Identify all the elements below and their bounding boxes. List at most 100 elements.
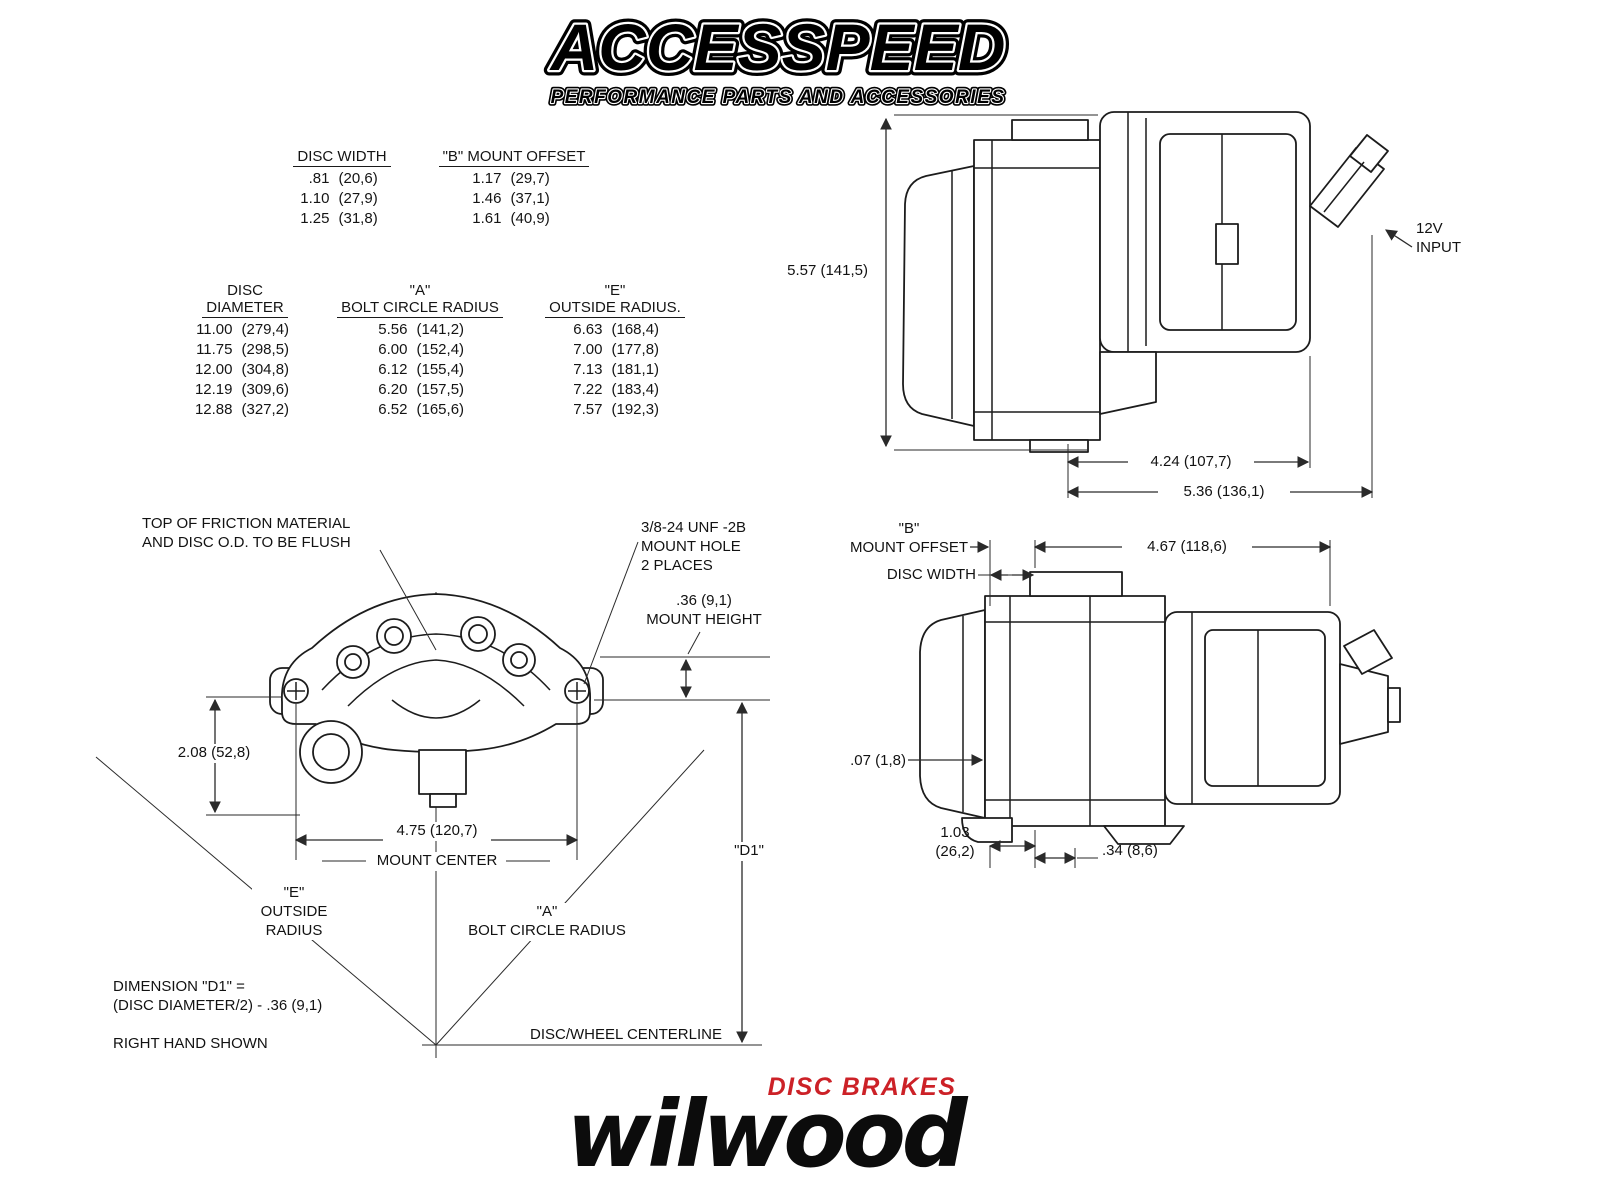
cell-value: 6.20	[378, 381, 408, 398]
cell-metric: (304,8)	[241, 361, 290, 378]
flush-note: TOP OF FRICTION MATERIAL AND DISC O.D. T…	[142, 515, 351, 551]
column-header-line1: "A"	[409, 282, 431, 299]
cell-metric: (155,4)	[416, 361, 465, 378]
wilwood-logo: wilwood	[566, 1081, 972, 1188]
mount-hole-note: 3/8-24 UNF -2B MOUNT HOLE 2 PLACES	[641, 519, 747, 574]
column-header-line1: DISC	[227, 282, 263, 299]
cell-value: 6.63	[573, 321, 603, 338]
caliper-length-dim-label: 4.67 (118,6)	[1122, 538, 1252, 557]
cell-metric: (327,2)	[241, 401, 290, 418]
caliper-side-view-top-drawing	[902, 111, 1389, 453]
cell-metric: (183,4)	[611, 381, 660, 398]
cell-metric: (168,4)	[611, 321, 660, 338]
cell-metric: (192,3)	[611, 401, 660, 418]
cell-metric: (279,4)	[241, 321, 290, 338]
table-row: 7.22(183,4)	[530, 381, 700, 398]
cell-metric: (181,1)	[611, 361, 660, 378]
tagline-text: PERFORMANCE PARTS AND ACCESSORIES	[551, 87, 1006, 108]
cell-value: 11.75	[196, 341, 233, 358]
table-row: 1.46 (37,1)	[426, 190, 602, 207]
cell-value: 12.88	[194, 401, 233, 418]
accesspeed-logo: ACCESSPEED ACCESSPEED PERFORMANCE PARTS …	[543, 5, 1011, 111]
table-row: 11.75 (298,5)	[180, 341, 310, 358]
side-view-bottom-dimensions	[908, 540, 1332, 868]
centerline-label: DISC/WHEEL CENTERLINE	[530, 1026, 722, 1043]
cell-metric: (141,2)	[416, 321, 465, 338]
cell-metric: (157,5)	[416, 381, 465, 398]
pad-clearance-dim-label: .07 (1,8)	[850, 752, 906, 769]
table-row: 7.57 (192,3)	[530, 401, 700, 418]
cell-value: 1.46	[472, 190, 502, 207]
cell-metric: (31,8)	[338, 210, 378, 227]
cell-value: 6.00	[378, 341, 408, 358]
column-header-line2: DIAMETER	[202, 299, 288, 318]
cell-value: 7.13	[573, 361, 603, 378]
table-row: 11.00 (279,4)	[180, 321, 310, 338]
lug-width-dim-label: .34 (8,6)	[1102, 842, 1158, 859]
tagline-text-outline: PERFORMANCE PARTS AND ACCESSORIES	[551, 87, 1006, 108]
cell-metric: (177,8)	[611, 341, 660, 358]
cell-metric: (298,5)	[241, 341, 290, 358]
cell-value: 11.00	[196, 321, 233, 338]
cell-metric: (20,6)	[338, 170, 378, 187]
disc-diameter-radius-table: DISC DIAMETER "A" BOLT CIRCLE RADIUS "E"…	[180, 282, 700, 418]
table-row: 1.25 (31,8)	[284, 210, 400, 227]
table-row: 6.52 (165,6)	[330, 401, 510, 418]
table-row: 1.17(29,7)	[426, 170, 602, 187]
table-row: 12.19 (309,6)	[180, 381, 310, 398]
table-row: 6.12 (155,4)	[330, 361, 510, 378]
body-width-dim-label: 4.24 (107,7)	[1128, 453, 1254, 472]
cell-metric: (27,9)	[338, 190, 378, 207]
outside-radius-label: "E" OUTSIDE RADIUS	[252, 884, 336, 941]
cell-metric: (309,6)	[241, 381, 290, 398]
cell-value: 1.10	[300, 190, 330, 207]
ear-offset-dim-label: 2.08 (52,8)	[163, 744, 265, 763]
front-view-dimensions	[206, 541, 770, 1044]
column-header-outside-radius: "E" OUTSIDE RADIUS.	[530, 282, 700, 318]
column-header-label: DISC WIDTH	[293, 148, 391, 167]
cell-value: 6.12	[378, 361, 408, 378]
table-row: 12.88 (327,2)	[180, 401, 310, 418]
cell-metric: (29,7)	[510, 170, 550, 187]
bolt-circle-radius-label: "A" BOLT CIRCLE RADIUS	[458, 903, 636, 941]
table-row: 5.56(141,2)	[330, 321, 510, 338]
table-row: .81(20,6)	[284, 170, 400, 187]
cell-value: 7.57	[573, 401, 603, 418]
column-header-line1: "E"	[604, 282, 626, 299]
wilwood-logo-text: wilwood	[566, 1081, 968, 1188]
caliper-front-view-drawing	[95, 592, 762, 1058]
cell-value: 12.19	[194, 381, 233, 398]
column-header-disc-diameter: DISC DIAMETER	[180, 282, 310, 318]
cell-value: 1.61	[472, 210, 502, 227]
mount-center-label: MOUNT CENTER	[368, 852, 506, 871]
overall-width-dim-label: 5.36 (136,1)	[1158, 483, 1290, 502]
cell-value: 7.00	[573, 341, 603, 358]
table-row: 7.00 (177,8)	[530, 341, 700, 358]
disc-width-offset-table: DISC WIDTH "B" MOUNT OFFSET .81(20,6) 1.…	[284, 148, 602, 227]
overall-height-dim-label: 5.57 (141,5)	[787, 262, 868, 279]
disc-brakes-label: DISC BRAKES	[767, 1073, 957, 1101]
b-mount-offset-label: "B" MOUNT OFFSET	[849, 520, 969, 556]
d1-note: DIMENSION "D1" = (DISC DIAMETER/2) - .36…	[113, 978, 323, 1014]
table-row: 1.61 (40,9)	[426, 210, 602, 227]
cell-value: 1.25	[300, 210, 330, 227]
cell-metric: (165,6)	[416, 401, 465, 418]
cell-metric: (37,1)	[510, 190, 550, 207]
mount-offset-dim-label: 1.03 (26,2)	[935, 824, 975, 860]
caliper-side-view-bottom-drawing	[919, 571, 1401, 845]
table-row: 7.13 (181,1)	[530, 361, 700, 378]
mount-center-dim-label: 4.75 (120,7)	[383, 822, 491, 841]
hand-note: RIGHT HAND SHOWN	[113, 1035, 268, 1052]
cell-metric: (40,9)	[510, 210, 550, 227]
column-header-line2: BOLT CIRCLE RADIUS	[337, 299, 503, 318]
cell-value: 6.52	[378, 401, 408, 418]
column-header-line2: OUTSIDE RADIUS.	[545, 299, 685, 318]
column-header-disc-width: DISC WIDTH	[284, 148, 400, 167]
table-row: 6.20 (157,5)	[330, 381, 510, 398]
cell-metric: (152,4)	[416, 341, 465, 358]
column-header-bolt-circle-radius: "A" BOLT CIRCLE RADIUS	[330, 282, 510, 318]
table-row: 12.00(304,8)	[180, 361, 310, 378]
brand-text-outline: ACCESSPEED	[549, 10, 1006, 84]
